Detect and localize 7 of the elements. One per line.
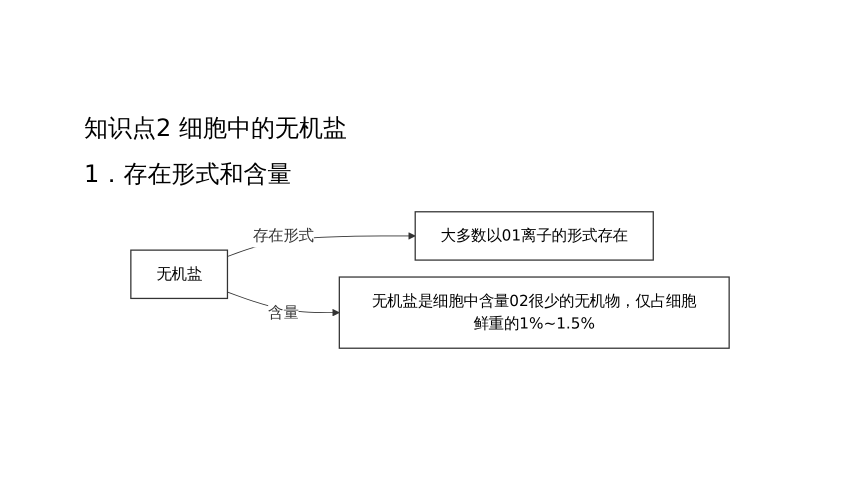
heading: 知识点2 细胞中的无机盐 [84,113,347,144]
edge-label: 含量 [268,304,299,322]
node-box: 大多数以01离子的形式存在 [414,211,654,261]
node-box: 无机盐 [130,250,228,300]
node-box: 无机盐是细胞中含量02很少的无机物，仅占细胞鲜重的1%~1.5% [338,276,730,349]
subheading: 1．存在形式和含量 [84,159,292,190]
edge-label: 存在形式 [252,227,314,245]
